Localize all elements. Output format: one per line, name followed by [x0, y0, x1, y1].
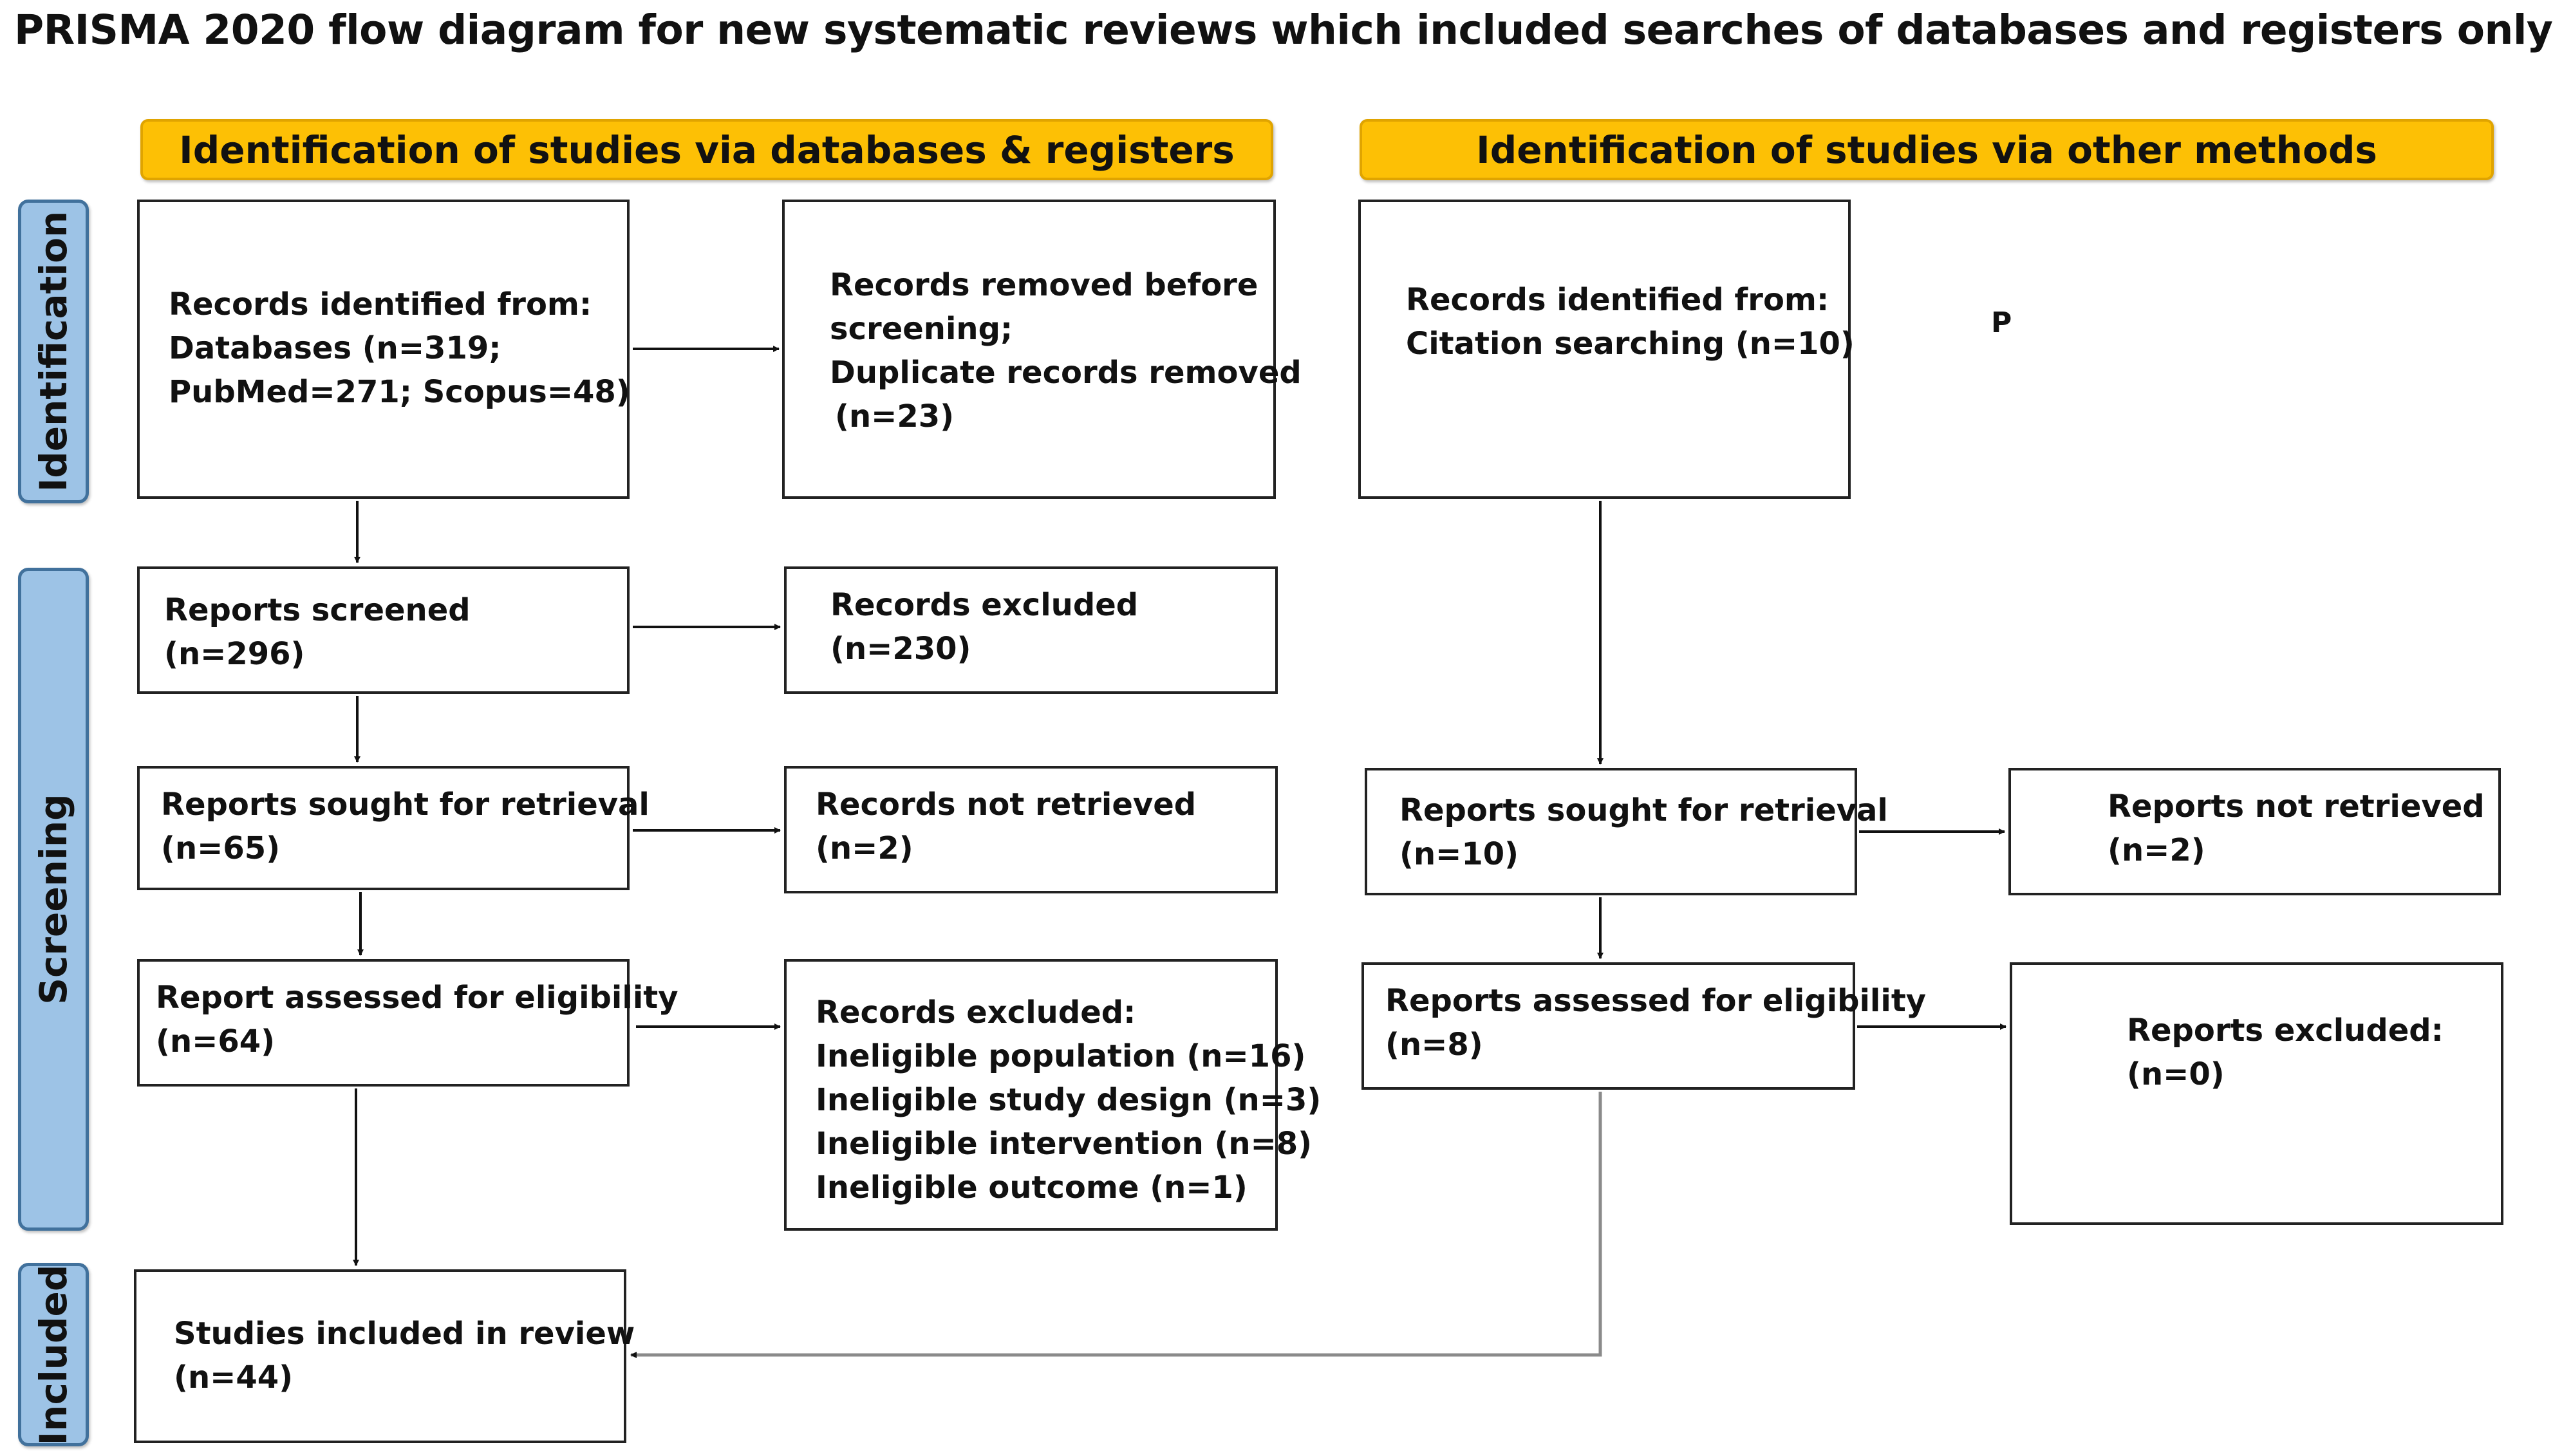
line: Reports excluded: [2127, 1013, 2444, 1049]
phase-identification: Identification [18, 200, 89, 503]
phase-included: Included [18, 1263, 89, 1446]
line: (n=10) [1399, 836, 1519, 872]
page-title: PRISMA 2020 flow diagram for new systema… [14, 6, 2553, 53]
line: Records identified from: [1406, 282, 1829, 318]
line: Records removed before [830, 267, 1258, 303]
line: Records not retrieved [816, 787, 1197, 823]
line: Records excluded: [816, 994, 1136, 1031]
line: Records excluded [830, 587, 1139, 623]
box-records-excluded: Records excluded (n=230) [784, 566, 1278, 694]
box-other-not-retrieved: Reports not retrieved (n=2) [2008, 768, 2501, 895]
line: Ineligible study design (n=3) [816, 1082, 1322, 1118]
line: Ineligible outcome (n=1) [816, 1170, 1248, 1206]
line: Ineligible population (n=16) [816, 1038, 1306, 1074]
line: Duplicate records removed [830, 355, 1302, 391]
line: (n=65) [161, 830, 281, 866]
box-other-identified: Records identified from: Citation search… [1358, 200, 1855, 499]
line: Reports not retrieved [2108, 789, 2485, 825]
line: Report assessed for eligibility [156, 980, 678, 1016]
line: (n=2) [2108, 832, 2205, 868]
line: (n=2) [816, 830, 913, 866]
line: Reports sought for retrieval [1399, 792, 1888, 828]
box-reports-screened: Reports screened (n=296) [137, 566, 630, 694]
line: Studies included in review [174, 1316, 635, 1352]
line: screening; [830, 311, 1013, 347]
box-other-assessed: Reports assessed for eligibility (n=8) [1361, 962, 1926, 1090]
box-records-not-retrieved: Records not retrieved (n=2) [784, 766, 1278, 893]
line: Citation searching (n=10) [1406, 326, 1855, 362]
box-reports-sought: Reports sought for retrieval (n=65) [137, 766, 650, 890]
header-other-methods: Identification of studies via other meth… [1360, 119, 2494, 180]
stray-text: P [1991, 306, 2012, 339]
line: (n=23) [835, 398, 955, 434]
box-excluded-reasons: Records excluded: Ineligible population … [784, 959, 1321, 1231]
line: (n=8) [1385, 1027, 1483, 1063]
line: PubMed=271; Scopus=48) [169, 374, 630, 410]
header-databases: Identification of studies via databases … [140, 119, 1273, 180]
line: (n=230) [830, 631, 971, 667]
arrow-other-assessed-to-included [630, 1092, 1602, 1358]
box-records-removed: Records removed before screening; Duplic… [782, 200, 1302, 499]
line: (n=0) [2127, 1056, 2225, 1092]
line: Databases (n=319; [169, 330, 501, 366]
box-assessed-eligibility: Report assessed for eligibility (n=64) [137, 959, 678, 1087]
line: (n=64) [156, 1023, 276, 1059]
line: Ineligible intervention (n=8) [816, 1126, 1313, 1162]
phase-screening: Screening [18, 568, 89, 1231]
box-studies-included: Studies included in review (n=44) [134, 1269, 635, 1443]
box-other-excluded: Reports excluded: (n=0) [2010, 962, 2503, 1225]
line: Reports screened [164, 592, 471, 628]
box-other-sought: Reports sought for retrieval (n=10) [1365, 768, 1888, 895]
box-records-identified: Records identified from: Databases (n=31… [137, 200, 630, 499]
line: Records identified from: [169, 286, 592, 322]
line: Reports assessed for eligibility [1385, 983, 1927, 1019]
line: Reports sought for retrieval [161, 787, 650, 823]
line: (n=44) [174, 1359, 294, 1395]
line: (n=296) [164, 636, 305, 672]
